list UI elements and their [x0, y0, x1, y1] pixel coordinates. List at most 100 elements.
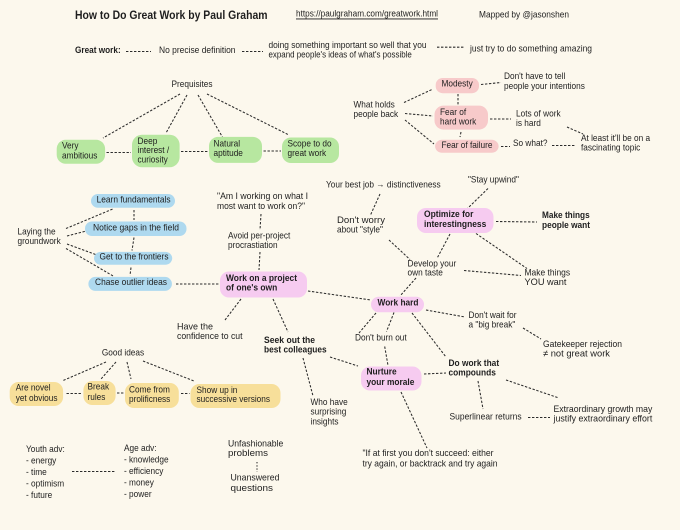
svg-text:Great work:: Great work:: [75, 45, 121, 56]
svg-text:successive versions: successive versions: [197, 394, 271, 405]
svg-text:- optimism: - optimism: [26, 478, 64, 489]
svg-text:best colleagues: best colleagues: [264, 345, 327, 356]
svg-text:justify extraordinary effort: justify extraordinary effort: [553, 414, 653, 425]
svg-text:Modesty: Modesty: [442, 79, 473, 90]
svg-text:https://paulgraham.com/greatwo: https://paulgraham.com/greatwork.html: [296, 9, 438, 19]
svg-text:Show up in: Show up in: [197, 385, 238, 396]
svg-text:Chase outlier ideas: Chase outlier ideas: [95, 277, 167, 288]
svg-text:Gatekeeper rejection: Gatekeeper rejection: [543, 339, 622, 350]
svg-text:Work hard: Work hard: [378, 298, 419, 309]
svg-text:Superlinear returns: Superlinear returns: [450, 411, 522, 422]
svg-text:Natural: Natural: [214, 139, 241, 150]
svg-text:Make things: Make things: [542, 210, 590, 221]
svg-text:Age adv:: Age adv:: [124, 443, 157, 454]
svg-text:people want: people want: [542, 220, 591, 231]
svg-text:No precise definition: No precise definition: [159, 45, 236, 56]
svg-text:groundwork: groundwork: [18, 236, 61, 247]
svg-text:- efficiency: - efficiency: [124, 466, 164, 477]
svg-text:Work on a project: Work on a project: [226, 273, 298, 284]
svg-text:surprising: surprising: [311, 407, 347, 418]
svg-text:expand people's ideas of what': expand people's ideas of what's possible: [269, 49, 412, 60]
svg-text:Avoid per-project: Avoid per-project: [228, 230, 291, 241]
svg-text:people back: people back: [354, 109, 399, 120]
svg-text:Get to the frontiers: Get to the frontiers: [100, 252, 169, 263]
svg-text:your morale: your morale: [367, 377, 415, 388]
svg-text:Do work that: Do work that: [449, 358, 500, 369]
svg-text:curiosity: curiosity: [138, 155, 169, 166]
svg-text:Break: Break: [88, 382, 110, 393]
svg-text:Fear of: Fear of: [440, 107, 467, 118]
svg-text:- energy: - energy: [26, 455, 57, 466]
svg-text:Seek out the: Seek out the: [264, 335, 315, 346]
svg-text:Nurture: Nurture: [367, 367, 397, 378]
svg-text:great work: great work: [288, 148, 327, 159]
svg-text:fascinating topic: fascinating topic: [581, 143, 641, 154]
svg-text:confidence to cut: confidence to cut: [177, 331, 243, 342]
svg-text:≠ not great work: ≠ not great work: [543, 349, 610, 360]
svg-text:Unanswered: Unanswered: [231, 473, 280, 484]
svg-text:- power: - power: [124, 489, 152, 500]
svg-text:YOU want: YOU want: [525, 277, 567, 288]
svg-text:Are novel: Are novel: [16, 383, 51, 394]
svg-text:"Stay upwind": "Stay upwind": [468, 174, 519, 185]
svg-text:Develop your: Develop your: [408, 258, 457, 269]
svg-text:Who have: Who have: [311, 397, 348, 408]
svg-text:of one's own: of one's own: [226, 283, 277, 294]
svg-text:ambitious: ambitious: [62, 150, 98, 161]
svg-text:Fear of failure: Fear of failure: [442, 140, 493, 151]
svg-text:Don't wait for: Don't wait for: [469, 310, 517, 321]
svg-text:problems: problems: [228, 448, 268, 459]
svg-text:own taste: own taste: [408, 268, 443, 279]
svg-text:"Am I working on what I: "Am I working on what I: [217, 191, 308, 202]
svg-text:is hard: is hard: [516, 118, 541, 129]
svg-text:Youth adv:: Youth adv:: [26, 444, 65, 455]
svg-text:Don't have to tell: Don't have to tell: [504, 71, 565, 82]
svg-text:- knowledge: - knowledge: [124, 454, 169, 465]
svg-text:Have the: Have the: [177, 321, 213, 332]
svg-text:aptitude: aptitude: [214, 148, 243, 159]
svg-text:procrastiation: procrastiation: [228, 240, 278, 251]
svg-text:interest /: interest /: [138, 145, 170, 156]
svg-text:most want to work on?": most want to work on?": [217, 201, 305, 212]
svg-text:interestingness: interestingness: [424, 219, 486, 230]
svg-text:Extraordinary growth may: Extraordinary growth may: [554, 404, 653, 415]
svg-text:questions: questions: [231, 483, 274, 494]
svg-text:Lots of work: Lots of work: [516, 108, 561, 119]
svg-text:rules: rules: [88, 392, 106, 403]
svg-text:Mapped by @jasonshen: Mapped by @jasonshen: [479, 10, 569, 21]
svg-text:- time: - time: [26, 467, 47, 478]
svg-text:How to Do Great Work by Paul G: How to Do Great Work by Paul Graham: [75, 8, 268, 22]
svg-text:insights: insights: [311, 416, 339, 427]
svg-text:Don't burn out: Don't burn out: [355, 332, 407, 343]
svg-text:Your best job → distinctivenes: Your best job → distinctiveness: [326, 179, 441, 190]
svg-text:prolificness: prolificness: [129, 394, 171, 405]
svg-text:- future: - future: [26, 490, 52, 501]
svg-text:Very: Very: [62, 141, 79, 152]
svg-text:Good ideas: Good ideas: [102, 347, 145, 358]
svg-text:Optimize for: Optimize for: [424, 209, 474, 220]
svg-text:Scope to do: Scope to do: [288, 139, 332, 150]
svg-text:Make things: Make things: [525, 267, 571, 278]
svg-text:Don't worry: Don't worry: [337, 215, 385, 226]
svg-text:doing something important so w: doing something important so well that y…: [269, 39, 427, 50]
svg-text:At least it'll be on a: At least it'll be on a: [581, 133, 651, 144]
svg-text:Deep: Deep: [138, 136, 158, 147]
svg-text:yet obvious: yet obvious: [16, 393, 58, 404]
svg-text:Prequisites: Prequisites: [172, 79, 213, 90]
svg-text:So what?: So what?: [513, 138, 548, 149]
svg-text:- money: - money: [124, 477, 154, 488]
svg-text:Learn fundamentals: Learn fundamentals: [97, 195, 171, 206]
svg-text:hard work: hard work: [440, 116, 477, 127]
svg-text:Laying the: Laying the: [18, 226, 56, 237]
svg-text:just try to do something amazi: just try to do something amazing: [469, 43, 592, 54]
svg-text:Come from: Come from: [129, 384, 170, 395]
svg-text:compounds: compounds: [449, 368, 496, 379]
svg-text:"If at first you don't succeed: "If at first you don't succeed: either: [363, 448, 494, 459]
svg-text:a "big break": a "big break": [469, 320, 516, 331]
svg-text:Notice gaps in the field: Notice gaps in the field: [93, 222, 179, 233]
svg-text:What holds: What holds: [354, 99, 396, 110]
svg-text:Unfashionable: Unfashionable: [228, 438, 283, 449]
svg-text:about "style": about "style": [337, 225, 383, 236]
svg-text:try again, or backtrack and tr: try again, or backtrack and try again: [363, 458, 498, 469]
svg-text:people your intentions: people your intentions: [504, 81, 585, 92]
